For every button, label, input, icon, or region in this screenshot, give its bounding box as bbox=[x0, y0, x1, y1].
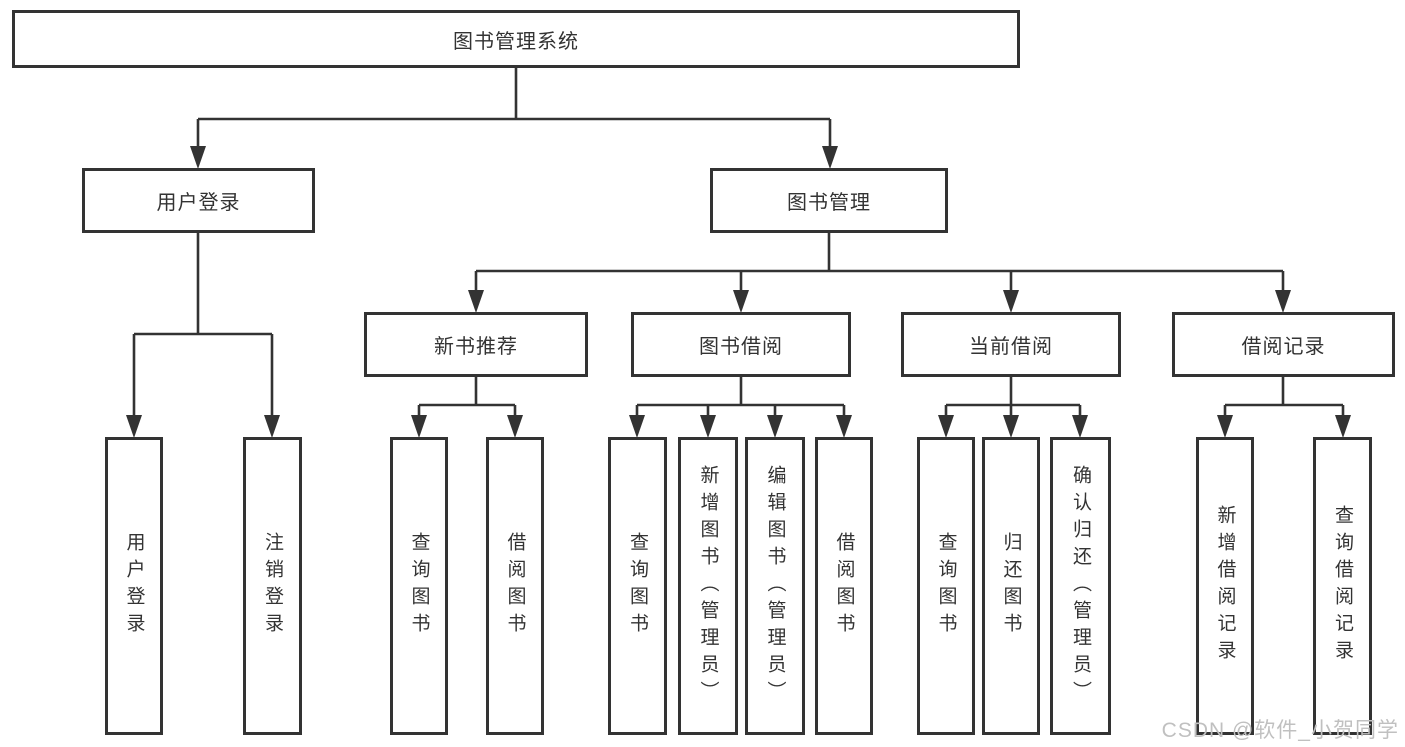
node-current-borrow: 当前借阅 bbox=[901, 312, 1121, 377]
arrowhead-g2c1 bbox=[507, 415, 523, 438]
node-label: 当前借阅 bbox=[969, 336, 1053, 358]
arrowhead-g4c1 bbox=[1003, 415, 1019, 438]
arrowhead-g3c2 bbox=[767, 415, 783, 438]
node-leaf-user-login: 用户登录 bbox=[105, 437, 163, 735]
arrowhead-bookmg bbox=[822, 146, 838, 169]
arrowhead-curr bbox=[1003, 290, 1019, 313]
arrowhead-newrec bbox=[468, 290, 484, 313]
node-leaf-borrow-book: 借阅图书 bbox=[815, 437, 873, 735]
node-label: 查询借阅记录 bbox=[1332, 505, 1353, 667]
node-book-borrow: 图书借阅 bbox=[631, 312, 851, 377]
node-leaf-query-book: 查询图书 bbox=[390, 437, 448, 735]
arrowhead-g4c0 bbox=[938, 415, 954, 438]
arrowhead-g3c3 bbox=[836, 415, 852, 438]
node-label: 新增借阅记录 bbox=[1214, 505, 1236, 667]
node-label: 新增图书（管理员） bbox=[697, 464, 719, 708]
node-label: 查询图书 bbox=[408, 532, 430, 640]
node-leaf-borrow-book: 借阅图书 bbox=[486, 437, 544, 735]
node-new-book-recommend: 新书推荐 bbox=[364, 312, 588, 377]
node-user-login: 用户登录 bbox=[82, 168, 315, 233]
node-label: 图书管理系统 bbox=[453, 30, 579, 53]
node-label: 用户登录 bbox=[123, 532, 145, 640]
node-leaf-add-borrow-record: 新增借阅记录 bbox=[1196, 437, 1254, 735]
arrowhead-borrow bbox=[733, 290, 749, 313]
arrowhead-g3c0 bbox=[629, 415, 645, 438]
node-library-management-system: 图书管理系统 bbox=[12, 10, 1020, 68]
node-label: 用户登录 bbox=[156, 192, 241, 214]
node-label: 注销登录 bbox=[262, 532, 283, 640]
node-label: 编辑图书（管理员） bbox=[764, 464, 786, 708]
node-leaf-query-book: 查询图书 bbox=[917, 437, 975, 735]
arrowhead-g5c1 bbox=[1335, 415, 1351, 438]
node-label: 图书借阅 bbox=[699, 336, 783, 358]
node-label: 借阅记录 bbox=[1241, 336, 1326, 358]
csdn-watermark: CSDN @软件_小贺同学 bbox=[1161, 719, 1399, 742]
node-label: 图书管理 bbox=[787, 192, 871, 214]
arrowhead-record bbox=[1275, 290, 1291, 313]
node-leaf-logout: 注销登录 bbox=[243, 437, 302, 735]
node-label: 借阅图书 bbox=[833, 532, 855, 640]
arrowhead-g1c0 bbox=[126, 415, 142, 438]
node-leaf-confirm-return-admin: 确认归还（管理员） bbox=[1050, 437, 1111, 735]
node-label: 查询图书 bbox=[935, 532, 957, 640]
node-label: 借阅图书 bbox=[504, 532, 526, 640]
arrowhead-g1c1 bbox=[264, 415, 280, 438]
node-leaf-query-book: 查询图书 bbox=[608, 437, 667, 735]
arrowhead-g5c0 bbox=[1217, 415, 1233, 438]
node-leaf-query-borrow-record: 查询借阅记录 bbox=[1313, 437, 1372, 735]
arrowhead-g2c0 bbox=[411, 415, 427, 438]
node-leaf-add-book-admin: 新增图书（管理员） bbox=[678, 437, 738, 735]
node-borrow-record: 借阅记录 bbox=[1172, 312, 1395, 377]
node-leaf-edit-book-admin: 编辑图书（管理员） bbox=[745, 437, 805, 735]
arrowhead-g4c2 bbox=[1072, 415, 1088, 438]
node-label: 归还图书 bbox=[1000, 532, 1022, 640]
node-label: 确认归还（管理员） bbox=[1070, 464, 1091, 708]
node-label: 新书推荐 bbox=[434, 336, 518, 358]
arrowhead-g3c1 bbox=[700, 415, 716, 438]
node-label: 查询图书 bbox=[627, 532, 648, 640]
node-leaf-return-book: 归还图书 bbox=[982, 437, 1040, 735]
node-book-management: 图书管理 bbox=[710, 168, 948, 233]
arrowhead-login bbox=[190, 146, 206, 169]
